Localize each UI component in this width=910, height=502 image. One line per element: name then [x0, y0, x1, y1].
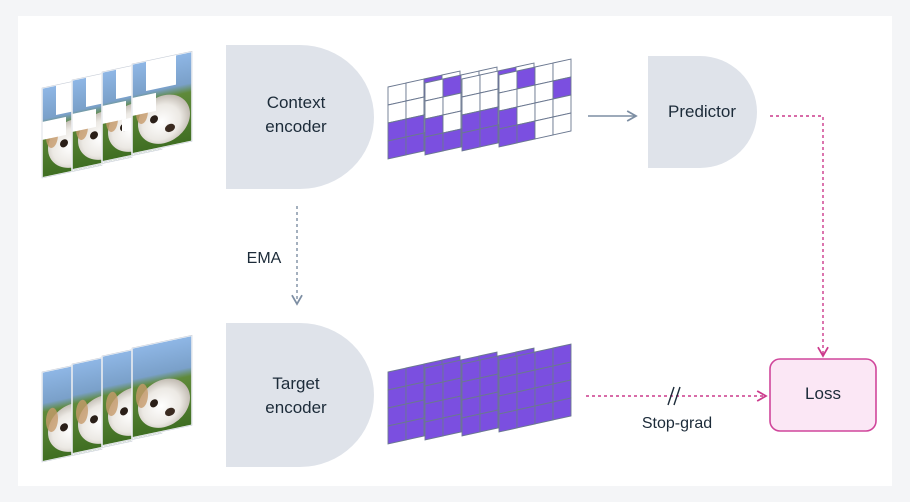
- predictor-to-loss-arrow: [770, 115, 829, 358]
- context-encoder-shape: [226, 45, 374, 189]
- loss-box: [769, 358, 877, 432]
- stop-grad-break-icon: [667, 386, 681, 406]
- context-patch-grid: [498, 58, 572, 148]
- target-patch-grid: [498, 343, 572, 433]
- context-encoder-label-line1: Context: [267, 93, 326, 112]
- target-encoder-shape: [226, 323, 374, 467]
- target-encoder-label-line1: Target: [272, 374, 320, 393]
- predictor-label: Predictor: [668, 102, 736, 121]
- ema-label: EMA: [247, 250, 282, 267]
- context-patch-grid-stack: [387, 58, 572, 160]
- loss-label: Loss: [805, 384, 841, 403]
- context-encoder-label-line2: encoder: [265, 117, 327, 136]
- photo-layer: [131, 50, 193, 155]
- photo-layer: [131, 334, 193, 439]
- target-patch-grid-stack: [387, 343, 572, 445]
- masked-dog-photo-stack-icon: [41, 50, 193, 179]
- dog-photo-stack-icon: [41, 334, 193, 463]
- stop-grad-label: Stop-grad: [642, 415, 712, 432]
- target-encoder-label-line2: encoder: [265, 398, 327, 417]
- predictor-shape: [648, 56, 757, 168]
